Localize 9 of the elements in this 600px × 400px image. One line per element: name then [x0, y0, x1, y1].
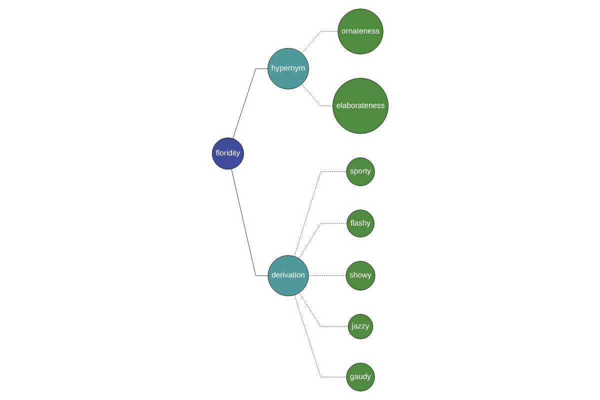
connector — [294, 172, 346, 257]
connector — [308, 275, 346, 276]
connector — [294, 294, 346, 378]
connector — [301, 31, 338, 54]
connector — [298, 223, 347, 259]
connector — [232, 68, 268, 139]
connector — [301, 84, 333, 106]
connector — [230, 168, 268, 276]
connector — [298, 292, 348, 327]
